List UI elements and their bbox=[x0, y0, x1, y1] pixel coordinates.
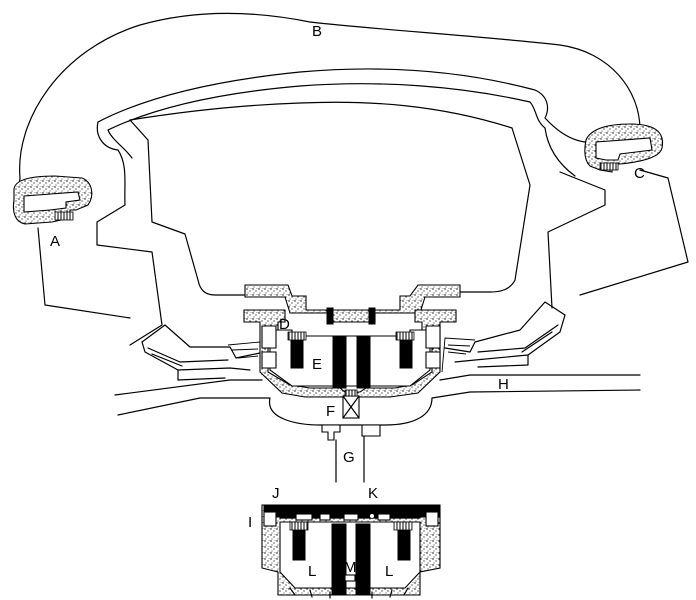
casemate-C bbox=[584, 123, 664, 173]
caponier-G bbox=[321, 424, 381, 483]
label-L-left: L bbox=[308, 563, 316, 580]
label-A: A bbox=[50, 233, 60, 250]
label-B: B bbox=[312, 23, 322, 40]
label-I: I bbox=[248, 514, 252, 531]
inner-parade-walls bbox=[96, 68, 606, 346]
casemate-A bbox=[12, 175, 93, 225]
outer-enceinte bbox=[17, 12, 689, 319]
labels: A B C D E F G H I J K L L M bbox=[50, 23, 645, 580]
right-rampart bbox=[441, 301, 566, 373]
label-F: F bbox=[326, 403, 335, 420]
gorge-block bbox=[261, 504, 441, 599]
label-L-right: L bbox=[385, 563, 393, 580]
front-curtain-wall bbox=[244, 284, 461, 325]
label-D: D bbox=[279, 316, 290, 333]
label-E: E bbox=[312, 356, 322, 373]
label-M: M bbox=[344, 559, 357, 576]
ditch-lines bbox=[114, 374, 641, 426]
label-C: C bbox=[634, 165, 645, 182]
label-K: K bbox=[368, 485, 378, 502]
central-casern bbox=[243, 309, 457, 419]
label-J: J bbox=[272, 485, 280, 502]
label-H: H bbox=[498, 376, 509, 393]
courtyard-outline bbox=[129, 101, 531, 296]
left-rampart bbox=[141, 324, 263, 381]
label-G: G bbox=[343, 449, 355, 466]
